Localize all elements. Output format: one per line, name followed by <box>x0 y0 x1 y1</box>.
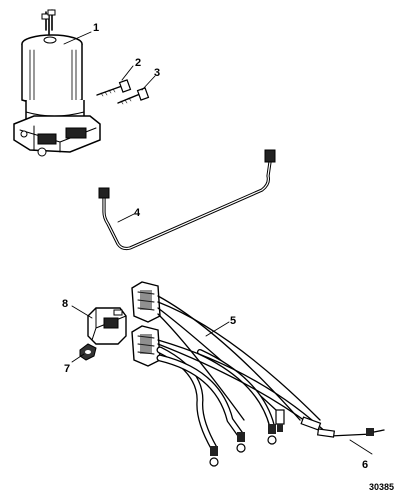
spade-terminal <box>275 409 285 432</box>
leader-lines <box>63 31 373 455</box>
callout-7: 7 <box>64 363 70 375</box>
screw-part-2 <box>96 79 132 97</box>
wire-harness-part <box>131 281 385 467</box>
ring-terminal <box>209 446 219 467</box>
callout-6: 6 <box>362 459 368 471</box>
lead-end-connector <box>366 428 385 436</box>
callout-4: 4 <box>134 207 141 219</box>
callout-5: 5 <box>230 315 236 327</box>
tube-part <box>98 149 276 251</box>
callout-3: 3 <box>154 67 160 79</box>
callout-8: 8 <box>62 298 68 310</box>
callout-2: 2 <box>135 57 141 69</box>
callout-1: 1 <box>93 22 99 34</box>
ring-terminal <box>267 424 277 445</box>
bullet-terminal <box>300 416 336 438</box>
motor-part <box>13 9 101 157</box>
clip-part <box>79 343 97 361</box>
figure-number: 30385 <box>369 482 394 492</box>
relay-part <box>87 307 127 345</box>
screw-part-3 <box>117 87 150 105</box>
ring-terminal <box>236 432 246 453</box>
